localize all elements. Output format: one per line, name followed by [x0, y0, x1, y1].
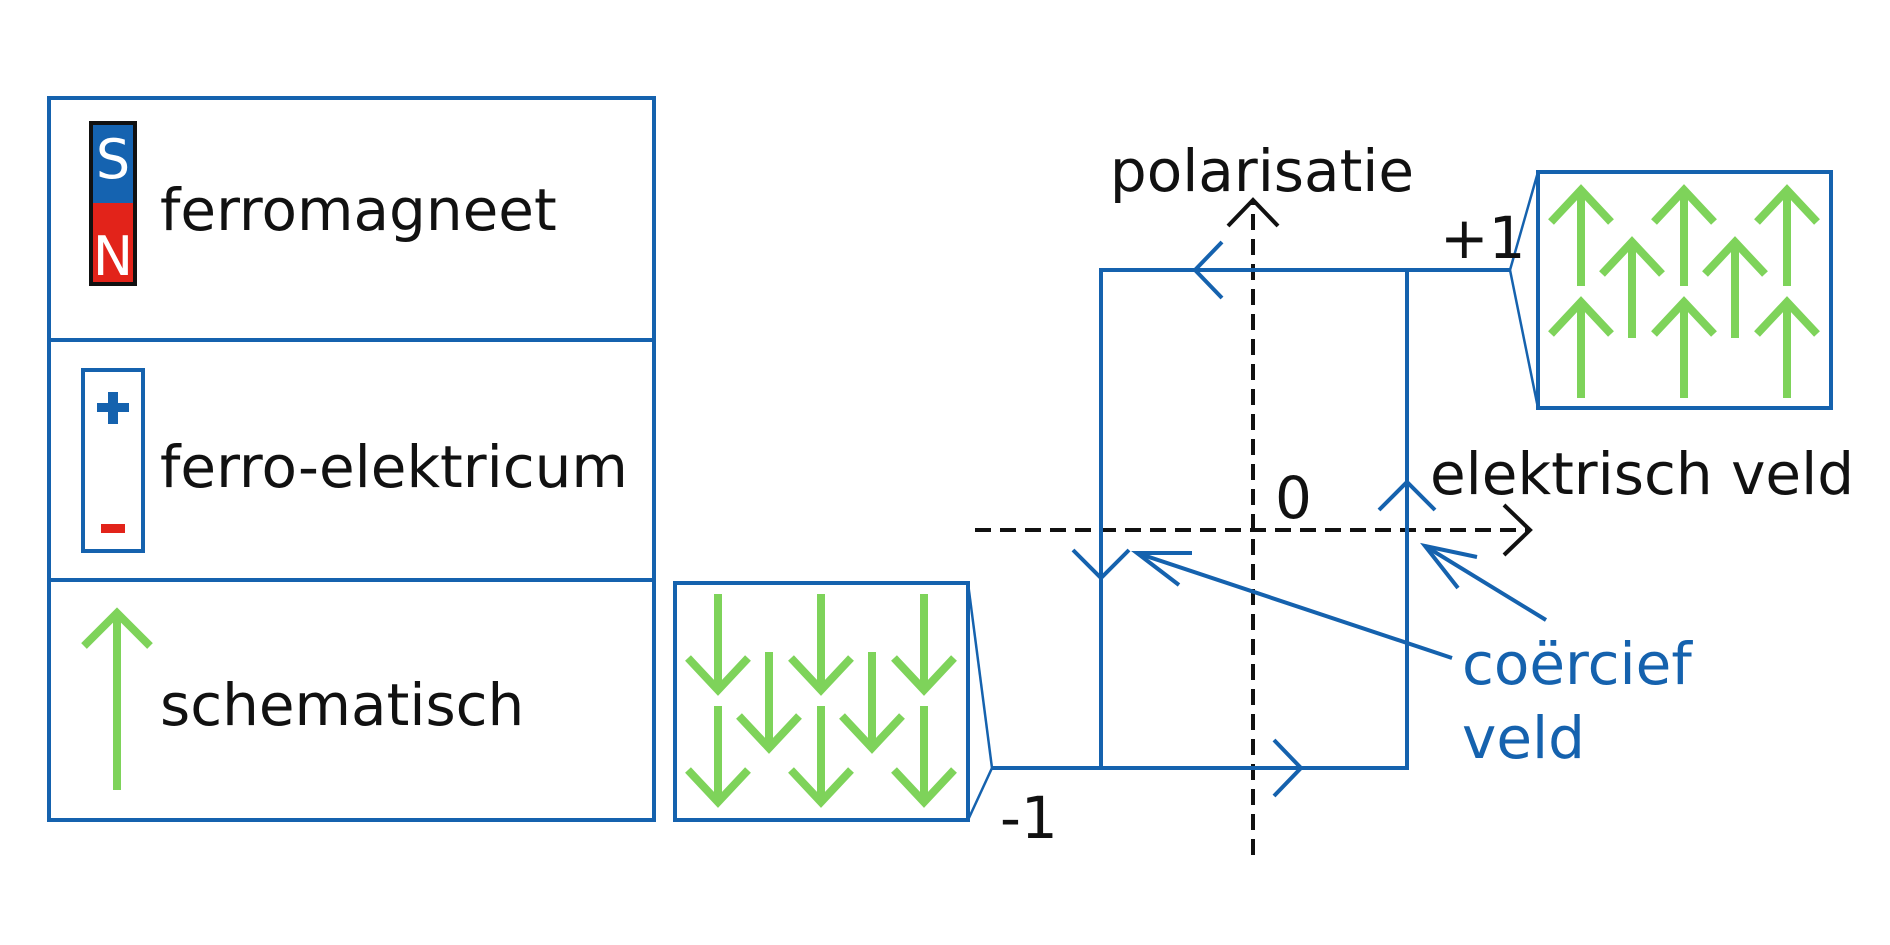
- polarization-down-box: [673, 581, 970, 822]
- coercive-field-label-line2: veld: [1462, 704, 1585, 772]
- direction-arrow-down: [1071, 548, 1131, 581]
- x-axis-arrowhead: [1502, 503, 1533, 557]
- polarization-up-box: [1536, 170, 1833, 410]
- hysteresis-loop: [992, 240, 1510, 798]
- x-axis-label: elektrisch veld: [1430, 440, 1854, 508]
- minus-symbol-icon: [101, 524, 125, 533]
- legend-label-schematic: schematisch: [160, 671, 524, 739]
- pointer-arrowhead-right: [1420, 542, 1478, 590]
- green-up-arrow-icon: [81, 607, 153, 790]
- callout-lines: [966, 171, 1540, 821]
- legend-frame: [47, 96, 656, 822]
- legend-label-ferroelectric: ferro-elektricum: [160, 433, 628, 501]
- direction-arrow-up: [1377, 479, 1437, 512]
- origin-label: 0: [1275, 464, 1312, 532]
- y-axis-arrowhead: [1226, 197, 1280, 228]
- lower-level-label: -1: [1000, 784, 1058, 852]
- magnet-south-letter: S: [96, 128, 130, 191]
- lower-branch: [1101, 270, 1409, 770]
- direction-arrow-right: [1272, 738, 1304, 798]
- pointer-arrowhead-left: [1131, 551, 1192, 587]
- direction-arrow-left: [1192, 240, 1224, 300]
- magnet-north-letter: N: [93, 225, 133, 288]
- legend: S N ferromagneet ferro-elektricum schema…: [47, 96, 656, 822]
- coercive-field-label: coërcief: [1462, 630, 1693, 698]
- bar-magnet-icon: S N: [89, 121, 137, 288]
- upper-level-label: +1: [1440, 204, 1526, 272]
- legend-label-ferromagnet: ferromagneet: [160, 176, 557, 244]
- y-axis-label: polarisatie: [1110, 137, 1414, 205]
- coercive-field-pointers: [1131, 542, 1548, 660]
- axes: [975, 197, 1533, 855]
- upper-branch: [992, 268, 1510, 770]
- polarized-cell-icon: [81, 368, 145, 553]
